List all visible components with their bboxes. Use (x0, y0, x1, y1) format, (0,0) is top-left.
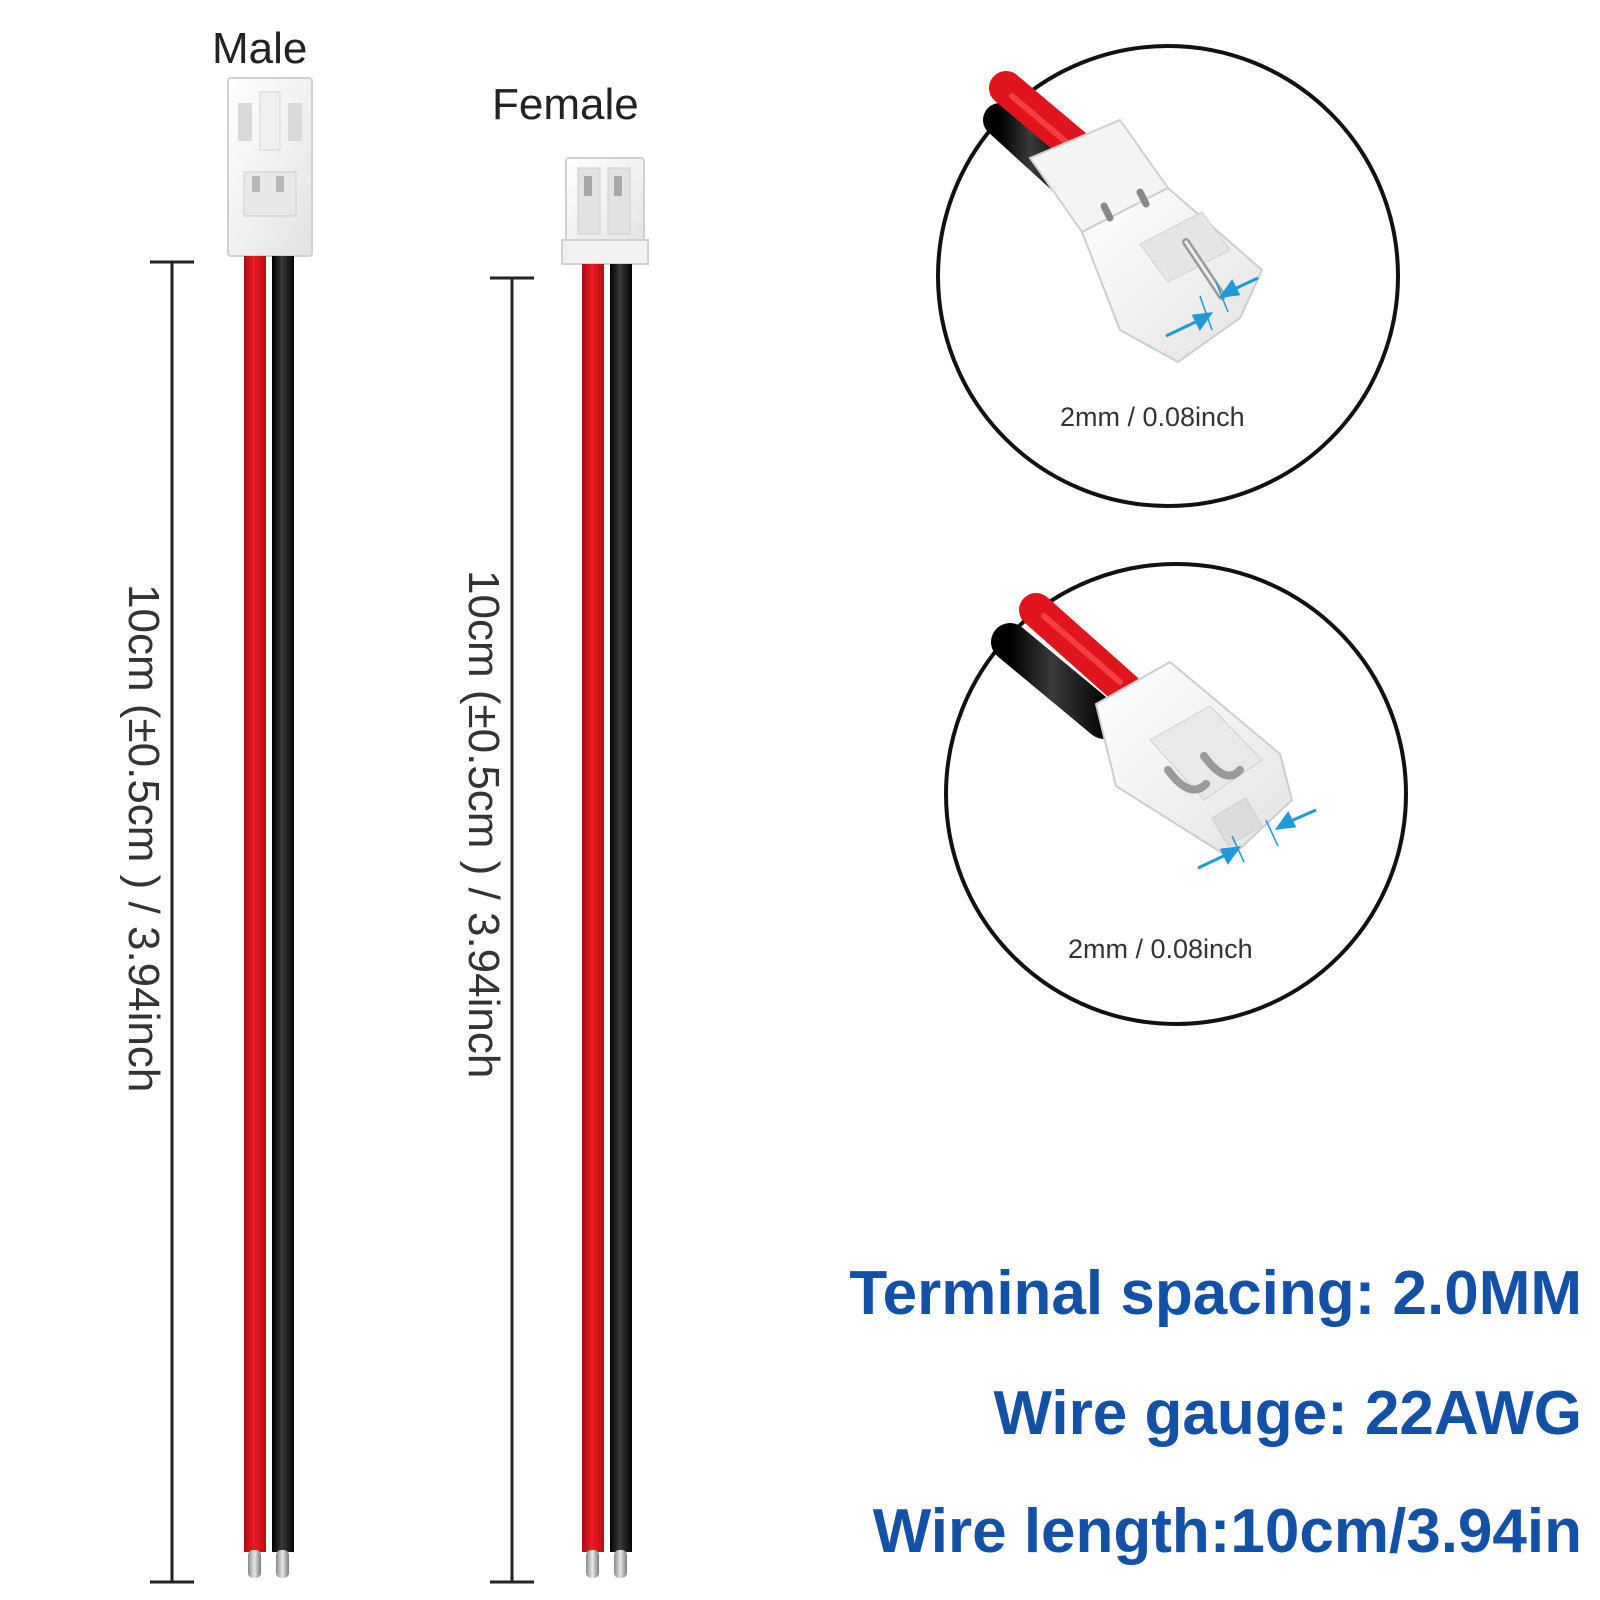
male-length-label: 10cm (±0.5cm ) / 3.94inch (119, 584, 168, 1093)
male-pitch-label: 2mm / 0.08inch (1060, 402, 1245, 432)
male-label: Male (212, 24, 308, 73)
male-cable (150, 77, 313, 1584)
male-dimension-bracket (150, 260, 194, 1584)
female-black-wire (610, 264, 632, 1552)
male-red-wire (244, 256, 266, 1552)
female-dimension-bracket (490, 276, 534, 1584)
female-cable (490, 157, 649, 1584)
spec-wire-gauge: Wire gauge: 22AWG (993, 1379, 1582, 1448)
female-pitch-arrows (1197, 808, 1317, 870)
male-connector (227, 77, 313, 257)
female-pitch-label: 2mm / 0.08inch (1068, 934, 1253, 964)
male-black-wire (272, 256, 294, 1552)
female-label: Female (492, 80, 639, 129)
male-pitch-arrows (1165, 276, 1259, 338)
female-connector (561, 157, 649, 265)
male-closeup (936, 44, 1400, 508)
female-closeup (944, 562, 1408, 1026)
spec-terminal-spacing: Terminal spacing: 2.0MM (849, 1259, 1582, 1328)
female-length-label: 10cm (±0.5cm ) / 3.94inch (459, 570, 508, 1079)
female-red-wire (582, 264, 604, 1552)
spec-wire-length: Wire length:10cm/3.94in (872, 1497, 1582, 1566)
